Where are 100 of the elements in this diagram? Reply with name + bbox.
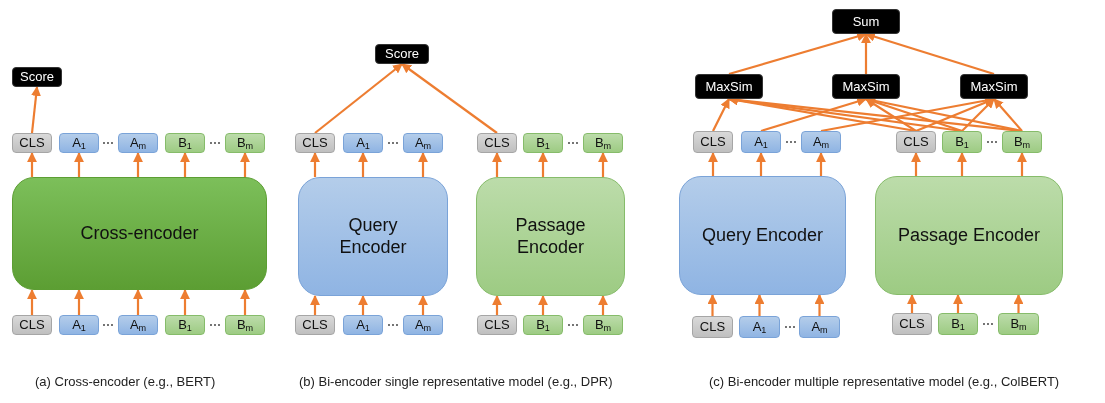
panel-caption: (a) Cross-encoder (e.g., BERT)	[35, 373, 216, 389]
token-box: B$_{1}$	[523, 315, 563, 335]
ellipsis: ⋯	[102, 136, 114, 150]
arrow	[27, 289, 37, 315]
token-box: B$_{m}$	[1002, 131, 1042, 153]
encoder-box: Passage Encoder	[476, 177, 625, 296]
arrow	[712, 98, 730, 132]
token-box: CLS	[477, 315, 517, 335]
arrow	[74, 289, 84, 315]
token-box: CLS	[692, 316, 733, 338]
output-box: MaxSim	[832, 74, 900, 99]
token-box: A$_{m}$	[799, 316, 840, 338]
token-box: CLS	[295, 315, 335, 335]
encoder-box: Query Encoder	[298, 177, 448, 296]
arrow	[180, 152, 190, 177]
token-box: CLS	[693, 131, 733, 153]
arrow	[754, 294, 765, 316]
arrow	[538, 152, 548, 177]
token-box: A$_{1}$	[59, 315, 99, 335]
arrow	[957, 152, 967, 176]
output-box: Score	[375, 44, 429, 64]
token-box: A$_{m}$	[801, 131, 841, 153]
arrow	[993, 98, 1023, 132]
arrow	[27, 152, 37, 177]
arrow	[492, 152, 502, 177]
token-box: B$_{m}$	[998, 313, 1039, 335]
arrow	[240, 289, 250, 315]
token-box: B$_{1}$	[165, 133, 205, 153]
ellipsis: ⋯	[567, 136, 579, 150]
arrow	[756, 152, 766, 176]
output-box: MaxSim	[960, 74, 1028, 99]
ellipsis: ⋯	[784, 320, 796, 334]
token-box: CLS	[892, 313, 932, 335]
arrow	[911, 152, 921, 176]
token-box: CLS	[12, 315, 52, 335]
arrow	[1017, 152, 1027, 176]
ellipsis: ⋯	[986, 135, 998, 149]
output-box: MaxSim	[695, 74, 763, 99]
token-box: B$_{m}$	[583, 133, 623, 153]
arrow	[133, 152, 143, 177]
arrow	[418, 295, 428, 315]
arrow	[1013, 294, 1024, 313]
ellipsis: ⋯	[387, 318, 399, 332]
arrow	[314, 63, 403, 134]
arrow	[358, 152, 368, 177]
ellipsis: ⋯	[209, 136, 221, 150]
arrow	[961, 98, 995, 132]
token-box: B$_{m}$	[225, 133, 265, 153]
token-box: CLS	[896, 131, 936, 153]
arrow	[861, 33, 871, 74]
encoder-box: Cross-encoder	[12, 177, 267, 290]
arrow	[598, 152, 608, 177]
token-box: B$_{m}$	[583, 315, 623, 335]
encoder-box: Passage Encoder	[875, 176, 1063, 295]
arrow	[816, 152, 826, 176]
token-box: A$_{1}$	[343, 315, 383, 335]
ellipsis: ⋯	[387, 136, 399, 150]
token-box: B$_{1}$	[523, 133, 563, 153]
arrow	[133, 289, 143, 315]
ellipsis: ⋯	[209, 318, 221, 332]
token-box: CLS	[295, 133, 335, 153]
token-box: B$_{m}$	[225, 315, 265, 335]
arrow	[707, 294, 718, 316]
token-box: CLS	[477, 133, 517, 153]
token-box: A$_{1}$	[741, 131, 781, 153]
token-box: B$_{1}$	[938, 313, 978, 335]
ellipsis: ⋯	[982, 317, 994, 331]
arrow	[310, 152, 320, 177]
ellipsis: ⋯	[102, 318, 114, 332]
token-box: A$_{m}$	[118, 133, 158, 153]
arrow	[240, 152, 250, 177]
token-box: B$_{1}$	[165, 315, 205, 335]
arrow	[538, 295, 548, 315]
arrow	[310, 295, 320, 315]
token-box: A$_{1}$	[343, 133, 383, 153]
token-box: A$_{m}$	[403, 315, 443, 335]
arrow	[907, 294, 917, 313]
arrow	[30, 86, 41, 134]
output-box: Sum	[832, 9, 900, 34]
arrow	[180, 289, 190, 315]
token-box: A$_{1}$	[59, 133, 99, 153]
arrow	[401, 63, 498, 134]
arrow	[358, 295, 368, 315]
arrow	[865, 98, 917, 132]
token-box: B$_{1}$	[942, 131, 982, 153]
arrow	[598, 295, 608, 315]
token-box: A$_{m}$	[403, 133, 443, 153]
arrow	[492, 295, 502, 315]
ellipsis: ⋯	[567, 318, 579, 332]
arrow	[74, 152, 84, 177]
arrow	[708, 152, 718, 176]
output-box: Score	[12, 67, 62, 87]
token-box: A$_{m}$	[118, 315, 158, 335]
token-box: CLS	[12, 133, 52, 153]
token-box: A$_{1}$	[739, 316, 780, 338]
panel-caption: (c) Bi-encoder multiple representative model (e.g., ColBERT)	[709, 373, 1060, 389]
panel-caption: (b) Bi-encoder single representative model (e.g., DPR)	[299, 373, 613, 389]
encoder-box: Query Encoder	[679, 176, 846, 295]
arrow	[418, 152, 428, 177]
ellipsis: ⋯	[785, 135, 797, 149]
